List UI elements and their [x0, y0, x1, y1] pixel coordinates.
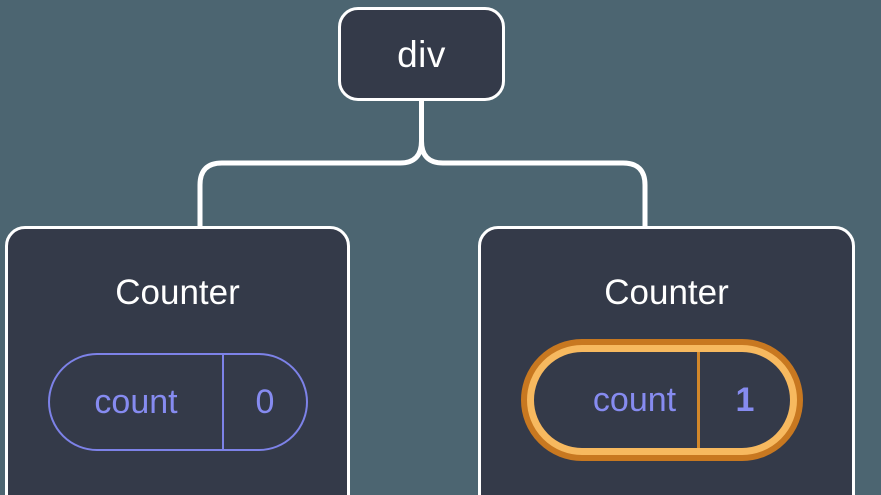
state-key-label: count: [50, 355, 224, 449]
node-div-label: div: [397, 33, 446, 75]
component-name-label: Counter: [604, 273, 729, 312]
state-value-label: 0: [255, 383, 275, 421]
connector-branch-right: [419, 138, 648, 229]
state-key-label: count: [572, 352, 700, 448]
state-pill-highlight-ring-inner: count 1: [527, 345, 797, 455]
node-div[interactable]: div: [338, 7, 505, 101]
state-value-label: 1: [735, 381, 755, 419]
state-pill-count-left[interactable]: count 0: [48, 353, 308, 451]
node-counter-left[interactable]: Counter count 0: [5, 226, 350, 495]
connector-branch-left: [197, 138, 424, 229]
node-counter-right[interactable]: Counter count 1: [478, 226, 855, 495]
state-pill-highlight-ring-outer: [521, 339, 803, 461]
state-pill-count-right[interactable]: count 1: [521, 339, 803, 461]
component-name-label: Counter: [115, 273, 240, 312]
